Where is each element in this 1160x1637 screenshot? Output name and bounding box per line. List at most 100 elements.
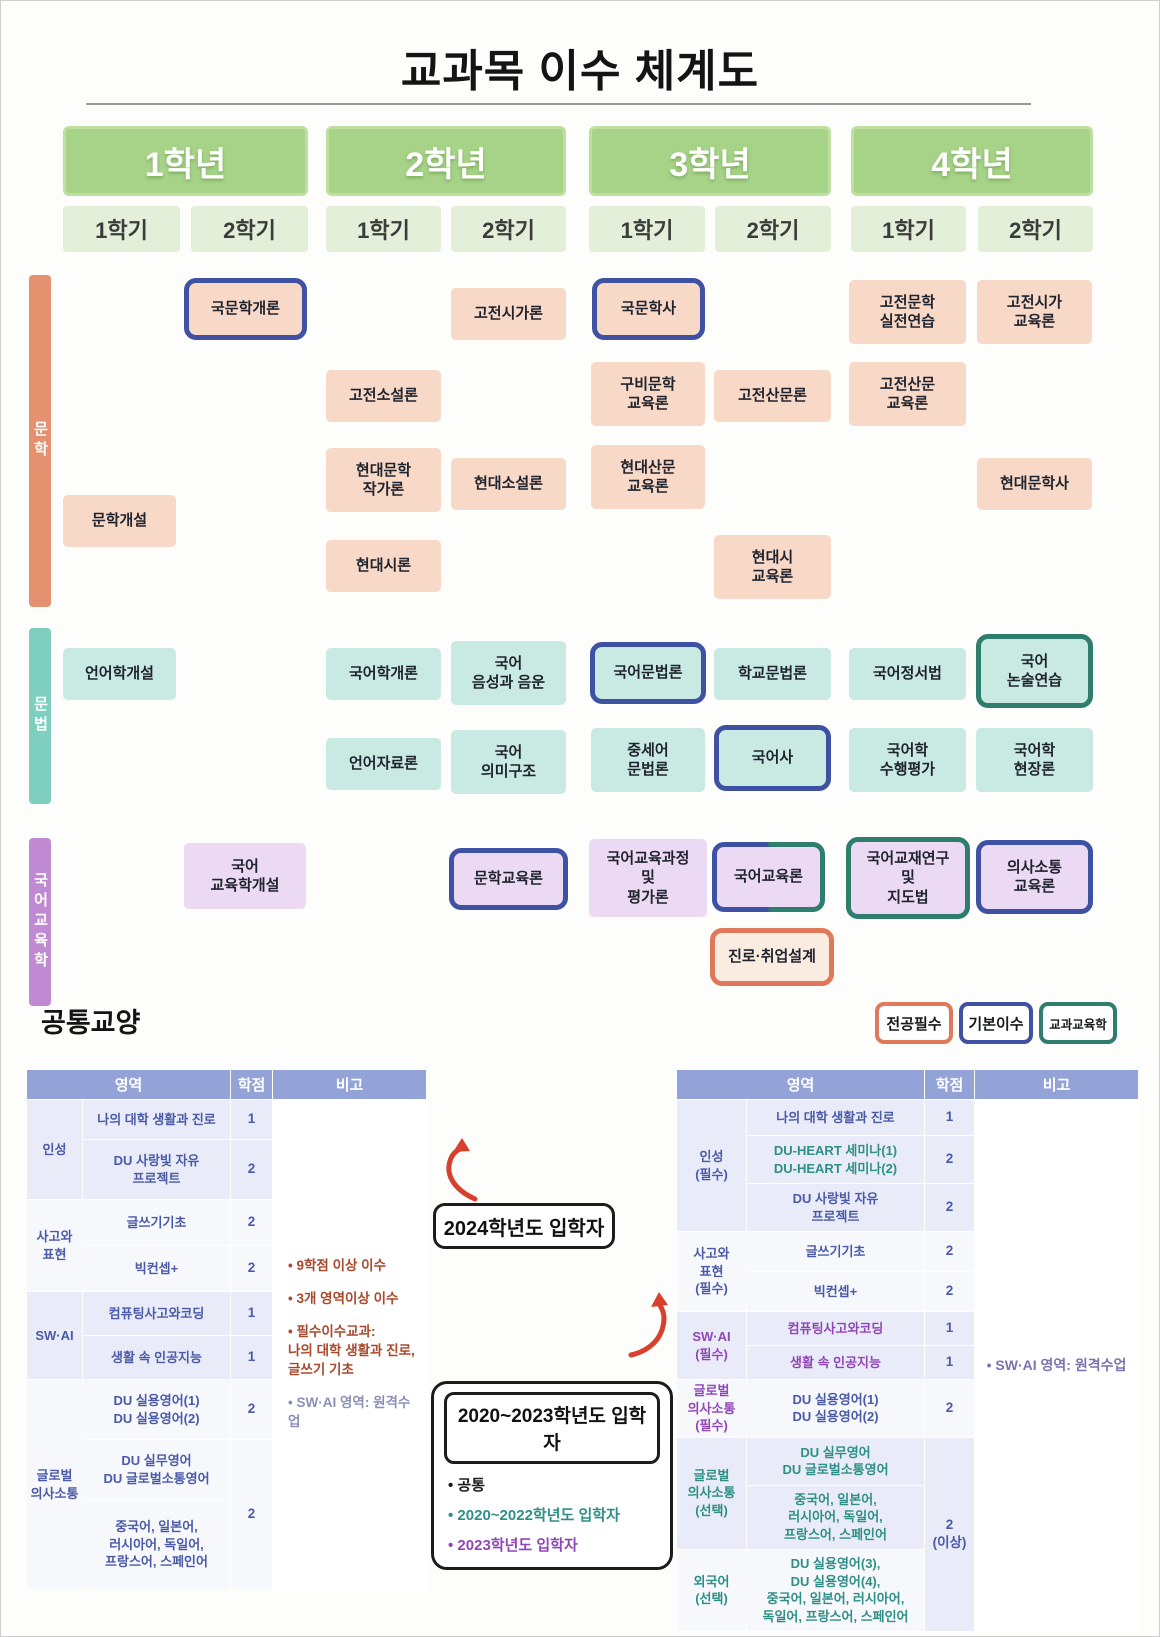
year-header-4: 4학년 bbox=[851, 126, 1093, 196]
course-box: 국문학개론 bbox=[184, 278, 307, 340]
course-cell: DU 실무영어 DU 글로벌소통영어 bbox=[745, 1436, 926, 1486]
course-box: 고전소설론 bbox=[326, 370, 441, 422]
col-header-notes: 비고 bbox=[272, 1069, 428, 1100]
note-item: • SW·AI 영역: 원격수업 bbox=[986, 1356, 1127, 1373]
course-box: 학교문법론 bbox=[714, 648, 831, 700]
course-box: 현대산문 교육론 bbox=[591, 445, 705, 509]
credit-cell: 2 bbox=[924, 1271, 976, 1312]
course-cell: DU 실무영어 DU 글로벌소통영어 bbox=[81, 1439, 232, 1500]
liberal-arts-table-2024: 영역 학점 비고 인성 나의 대학 생활과 진로 1 • 9학점 이상 이수 •… bbox=[25, 1069, 428, 1590]
area-cell: 사고와 표현 (필수) bbox=[676, 1231, 747, 1312]
course-box: 국어학개론 bbox=[326, 648, 441, 700]
course-box: 중세어 문법론 bbox=[591, 728, 705, 792]
category-bar-literature: 문학 bbox=[29, 275, 51, 607]
credit-cell: 1 bbox=[924, 1345, 976, 1380]
category-bar-education: 국어교육학 bbox=[29, 838, 51, 1006]
course-cell: 컴퓨팅사고와코딩 bbox=[81, 1291, 232, 1336]
course-cell: DU 사랑빛 자유 프로젝트 bbox=[81, 1139, 232, 1200]
semester-header-1-2: 2학기 bbox=[191, 206, 308, 252]
note-item: • 9학점 이상 이수 bbox=[288, 1258, 387, 1274]
course-cell: 글쓰기기초 bbox=[81, 1199, 232, 1246]
credit-cell: 2 (이상) bbox=[924, 1436, 976, 1632]
course-box: 언어학개설 bbox=[63, 648, 176, 700]
legend-subject-education: 교과교육학 bbox=[1039, 1002, 1117, 1044]
course-box: 국어 의미구조 bbox=[451, 730, 566, 794]
course-box: 국문학사 bbox=[592, 278, 705, 340]
course-box: 현대시 교육론 bbox=[714, 535, 831, 599]
course-box: 고전산문론 bbox=[714, 370, 831, 422]
course-box: 국어학 현장론 bbox=[976, 728, 1093, 792]
common-liberal-arts-heading: 공통교양 bbox=[41, 1008, 141, 1038]
cohort-2020-2023-panel: 2020~2023학년도 입학자 • 공통 • 2020~2022학년도 입학자… bbox=[431, 1381, 673, 1570]
course-cell: 생활 속 인공지능 bbox=[81, 1335, 232, 1380]
legend-basic-completion: 기본이수 bbox=[959, 1002, 1033, 1044]
title-divider bbox=[86, 103, 1031, 105]
cohort-key-common: • 공통 bbox=[448, 1477, 486, 1494]
year-header-2: 2학년 bbox=[326, 126, 566, 196]
course-box: 국어교육과정 및 평가론 bbox=[589, 839, 707, 917]
course-box: 언어자료론 bbox=[326, 738, 441, 790]
course-cell: DU 실용영어(1) DU 실용영어(2) bbox=[81, 1379, 232, 1440]
credit-cell: 1 bbox=[230, 1291, 274, 1336]
credit-cell: 2 bbox=[230, 1379, 274, 1440]
course-cell: 나의 대학 생활과 진로 bbox=[81, 1099, 232, 1140]
credit-cell: 1 bbox=[924, 1099, 976, 1136]
course-cell: 빅컨셉+ bbox=[81, 1245, 232, 1292]
note-item: • 필수이수교과: 나의 대학 생활과 진로, 글쓰기 기초 bbox=[288, 1324, 415, 1377]
notes-cell: • SW·AI 영역: 원격수업 bbox=[974, 1099, 1140, 1632]
credit-cell: 2 bbox=[924, 1231, 976, 1272]
course-box: 고전시가 교육론 bbox=[977, 280, 1092, 344]
semester-header-1-1: 1학기 bbox=[63, 206, 180, 252]
course-box: 현대소설론 bbox=[451, 458, 566, 510]
course-box: 진로·취업설계 bbox=[710, 928, 834, 986]
course-box: 구비문학 교육론 bbox=[591, 362, 705, 426]
curved-arrow-up-icon bbox=[628, 1292, 668, 1358]
semester-header-3-2: 2학기 bbox=[715, 206, 831, 252]
course-box: 국어사 bbox=[714, 725, 831, 791]
notes-list: • 9학점 이상 이수 • 3개 영역이상 이수 • 필수이수교과: 나의 대학… bbox=[276, 1249, 423, 1439]
area-cell: 글로벌 의사소통 bbox=[26, 1379, 83, 1590]
area-cell: 인성 bbox=[26, 1099, 83, 1200]
course-box: 고전시가론 bbox=[451, 288, 566, 340]
course-box: 국어 음성과 음운 bbox=[451, 641, 566, 705]
course-box-label: 국어교육론 bbox=[717, 847, 820, 907]
credit-cell: 2 bbox=[230, 1199, 274, 1246]
course-cell: 빅컨셉+ bbox=[745, 1271, 926, 1312]
col-header-area: 영역 bbox=[25, 1069, 232, 1100]
year-header-1: 1학년 bbox=[63, 126, 308, 196]
credit-cell: 2 bbox=[230, 1245, 274, 1292]
col-header-credits: 학점 bbox=[230, 1069, 274, 1100]
area-cell: 글로벌 의사소통 (선택) bbox=[676, 1436, 747, 1550]
course-cell: DU 실용영어(3), DU 실용영어(4), 중국어, 일본어, 러시아어, … bbox=[745, 1548, 926, 1632]
curved-arrow-up-icon bbox=[446, 1138, 478, 1202]
credit-cell: 1 bbox=[230, 1335, 274, 1380]
semester-header-2-1: 1학기 bbox=[326, 206, 441, 252]
credit-cell: 2 bbox=[924, 1183, 976, 1232]
area-cell: 외국어 (선택) bbox=[676, 1548, 747, 1632]
col-header-credits: 학점 bbox=[924, 1069, 976, 1100]
credit-cell: 1 bbox=[924, 1311, 976, 1346]
course-cell: DU 사랑빛 자유 프로젝트 bbox=[745, 1183, 926, 1232]
liberal-arts-table-2020-2023: 영역 학점 비고 인성 (필수) 나의 대학 생활과 진로 1 • SW·AI … bbox=[675, 1069, 1140, 1632]
course-box: 의사소통 교육론 bbox=[976, 840, 1093, 914]
note-item: • SW·AI 영역: 원격수업 bbox=[288, 1394, 411, 1429]
course-box: 고전산문 교육론 bbox=[849, 362, 966, 426]
area-cell: SW·AI bbox=[26, 1291, 83, 1380]
semester-header-4-2: 2학기 bbox=[978, 206, 1093, 252]
credit-cell: 2 bbox=[230, 1139, 274, 1200]
page-title: 교과목 이수 체계도 bbox=[400, 47, 760, 96]
course-box: 현대문학사 bbox=[977, 458, 1092, 510]
cohort-color-key: • 공통 • 2020~2022학년도 입학자 • 2023학년도 입학자 bbox=[444, 1474, 660, 1559]
credit-cell: 1 bbox=[230, 1099, 274, 1140]
category-bar-grammar: 문법 bbox=[29, 628, 51, 804]
course-box: 국어 교육학개설 bbox=[184, 843, 306, 909]
cohort-key-2020-2022: • 2020~2022학년도 입학자 bbox=[448, 1507, 620, 1524]
semester-header-3-1: 1학기 bbox=[589, 206, 705, 252]
semester-header-4-1: 1학기 bbox=[851, 206, 966, 252]
legend-major-required: 전공필수 bbox=[875, 1002, 953, 1044]
course-cell: DU-HEART 세미나(1) DU-HEART 세미나(2) bbox=[745, 1135, 926, 1184]
course-box: 문학개설 bbox=[63, 495, 176, 547]
year-header-3: 3학년 bbox=[589, 126, 831, 196]
course-cell: 생활 속 인공지능 bbox=[745, 1345, 926, 1380]
credit-cell: 2 bbox=[924, 1135, 976, 1184]
